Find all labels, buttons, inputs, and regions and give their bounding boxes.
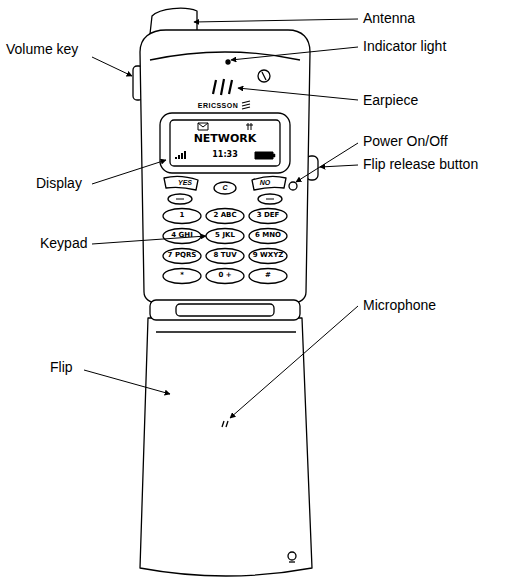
callout-label: Antenna <box>363 11 415 26</box>
callout-label: Earpiece <box>363 93 418 108</box>
key-label: 3 DEF <box>257 212 280 220</box>
key-label: NO <box>260 179 271 187</box>
key-label: 6 MNO <box>255 232 281 240</box>
key-oval <box>206 249 244 264</box>
battery-tip <box>273 154 275 157</box>
key-oval <box>163 249 201 264</box>
hinge-inner <box>176 304 274 316</box>
callout-label: Power On/Off <box>363 134 448 149</box>
key-oval <box>249 269 287 284</box>
leader-line <box>320 165 358 167</box>
callout-label: Microphone <box>363 298 436 313</box>
key-oval <box>206 209 244 224</box>
no-key-shape <box>252 176 286 190</box>
envelope-icon <box>198 123 208 130</box>
key-label: 2 ABC <box>213 212 236 220</box>
leader-line <box>231 47 358 60</box>
key-oval <box>163 269 201 284</box>
key-label: 7 PQRS <box>168 252 197 260</box>
phone-body <box>140 30 310 303</box>
soft-key-ticks <box>176 199 274 200</box>
key-label: 8 TUV <box>213 252 236 260</box>
callout-label: Keypad <box>40 236 87 251</box>
leader-line <box>296 143 358 182</box>
display-bezel <box>160 113 290 173</box>
indicator-dot <box>226 60 230 64</box>
callout-label: Volume key <box>6 42 78 57</box>
key-oval <box>249 249 287 264</box>
display-screen <box>170 120 280 166</box>
keypad-keys <box>163 209 287 284</box>
leader-lines <box>84 19 358 418</box>
key-label: # <box>265 272 271 280</box>
key-oval <box>249 209 287 224</box>
leader-line <box>230 306 358 418</box>
brand-stripes <box>242 101 250 109</box>
leader-line <box>194 19 358 22</box>
leader-line <box>238 88 358 100</box>
leader-line <box>92 57 132 76</box>
callout-label: Flip <box>50 360 73 375</box>
callout-label: Flip release button <box>363 157 478 172</box>
envelope-flap <box>198 123 208 127</box>
key-label: * <box>180 272 184 280</box>
body-contour <box>150 52 300 60</box>
clear-key-shape <box>214 182 236 194</box>
key-label: 0 + <box>218 272 231 280</box>
hinge-shape <box>150 300 300 320</box>
logo-circle <box>258 70 270 82</box>
brand-text: ERICSSON <box>198 102 239 110</box>
key-oval <box>206 269 244 284</box>
flip-symbol <box>288 552 296 560</box>
key-oval <box>163 209 201 224</box>
key-oval <box>206 229 244 244</box>
flip-contour <box>156 331 296 332</box>
key-label: C <box>222 184 227 192</box>
battery-icon <box>255 152 273 159</box>
leader-line <box>92 160 166 184</box>
key-oval <box>249 229 287 244</box>
key-label: 5 JKL <box>215 232 235 240</box>
display-text: NETWORK <box>194 133 257 145</box>
callout-label: Indicator light <box>363 39 446 54</box>
callout-label: Display <box>36 176 82 191</box>
flip-symbol-base <box>289 561 295 562</box>
power-button <box>289 182 297 190</box>
key-label: YES <box>178 179 192 187</box>
flip-shape <box>140 318 312 576</box>
key-label: 4 GHI <box>171 232 193 240</box>
leader-line <box>84 370 170 394</box>
key-label: 1 <box>180 212 185 220</box>
key-oval <box>163 229 201 244</box>
microphone-holes <box>222 421 228 427</box>
signal-bars <box>176 151 185 159</box>
display-text: 11:33 <box>212 151 237 160</box>
status-icon <box>246 123 253 130</box>
key-label: 9 WXYZ <box>253 252 284 260</box>
earpiece-slots <box>213 79 232 95</box>
logo-mark <box>262 72 266 80</box>
yes-key-shape <box>164 176 198 190</box>
